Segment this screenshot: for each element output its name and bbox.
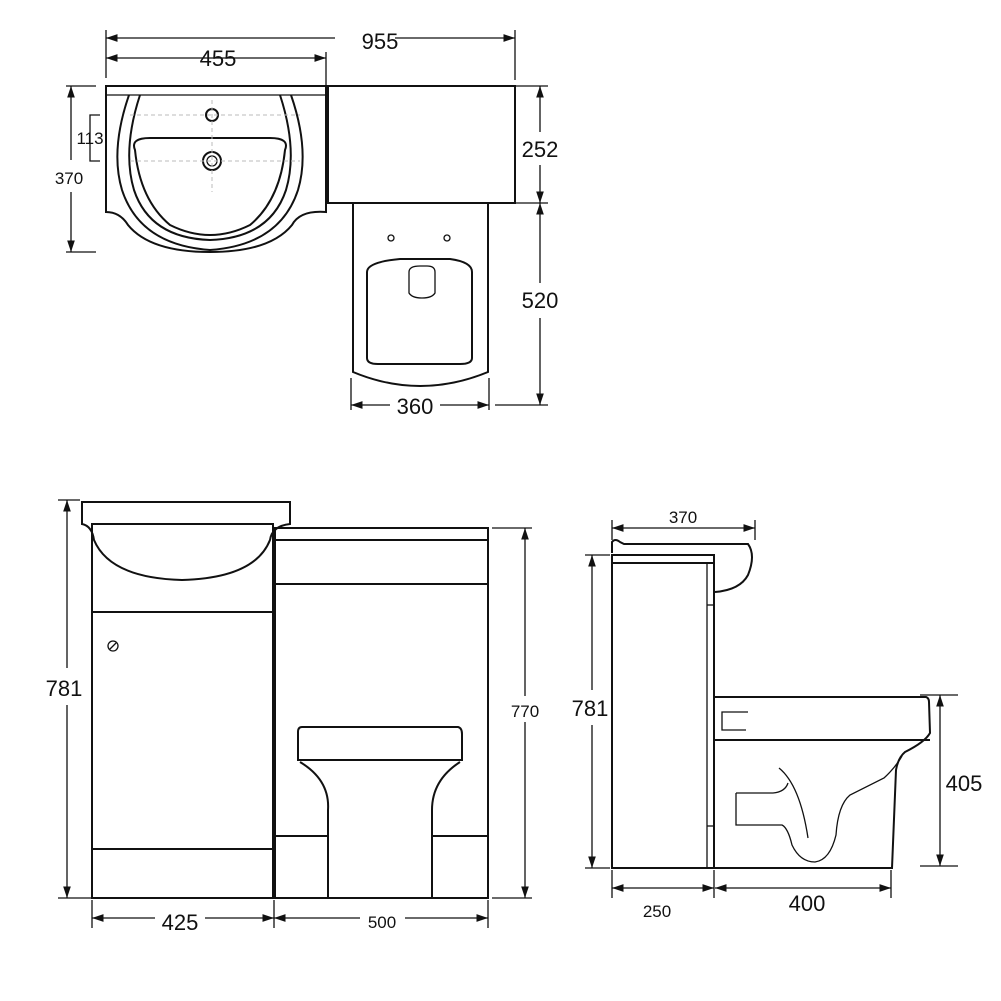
dimension-250: 250 bbox=[611, 870, 715, 921]
side-basin-depth-label: 370 bbox=[669, 508, 697, 527]
dimension-370-plan: 370 bbox=[55, 85, 96, 253]
front-vanity bbox=[81, 501, 291, 899]
plan-overall-width-label: 955 bbox=[362, 29, 399, 54]
side-pan-height-label: 405 bbox=[946, 771, 983, 796]
door-knob-icon bbox=[107, 640, 119, 652]
front-toilet-unit-width-label: 500 bbox=[368, 913, 396, 932]
dimension-955: 955 bbox=[105, 29, 516, 80]
front-vanity-width-label: 425 bbox=[162, 910, 199, 935]
plan-basin-width-label: 455 bbox=[200, 46, 237, 71]
front-view: 781 770 425 500 bbox=[46, 499, 539, 935]
side-overall-height-label: 781 bbox=[572, 696, 609, 721]
side-toilet-pan bbox=[714, 696, 932, 869]
plan-toilet-cabinet bbox=[327, 85, 516, 204]
dimension-500: 500 bbox=[274, 900, 489, 932]
plan-toilet-width-label: 360 bbox=[397, 394, 434, 419]
front-toilet-unit-height-label: 770 bbox=[511, 702, 539, 721]
front-toilet-unit bbox=[274, 527, 489, 899]
plan-view: 955 455 370 113 252 52 bbox=[55, 29, 559, 419]
dimension-781-side: 781 bbox=[572, 554, 610, 869]
dimension-781-front: 781 bbox=[46, 499, 92, 899]
plan-basin-depth-label: 370 bbox=[55, 169, 83, 188]
waste-hole-icon bbox=[202, 151, 222, 171]
dimension-113: 113 bbox=[76, 114, 104, 162]
plan-tap-offset-label: 113 bbox=[76, 129, 103, 148]
side-cabinet bbox=[611, 539, 753, 869]
plan-basin bbox=[105, 85, 327, 254]
dimension-770: 770 bbox=[492, 527, 539, 899]
dimension-252: 252 bbox=[515, 85, 559, 203]
dimension-520: 520 bbox=[495, 202, 559, 406]
side-cabinet-depth-label: 250 bbox=[643, 902, 671, 921]
plan-toilet bbox=[352, 203, 489, 387]
dimension-400: 400 bbox=[715, 870, 892, 916]
plan-cabinet-depth-label: 252 bbox=[522, 137, 559, 162]
dimension-405: 405 bbox=[920, 694, 983, 867]
side-pan-projection-label: 400 bbox=[789, 891, 826, 916]
dimension-455: 455 bbox=[106, 46, 327, 86]
side-view: 370 781 405 250 400 bbox=[572, 508, 983, 921]
front-overall-height-label: 781 bbox=[46, 676, 83, 701]
dimension-370-side: 370 bbox=[611, 508, 756, 540]
plan-toilet-projection-label: 520 bbox=[522, 288, 559, 313]
dimension-425: 425 bbox=[91, 900, 275, 935]
dimension-360: 360 bbox=[350, 378, 490, 419]
